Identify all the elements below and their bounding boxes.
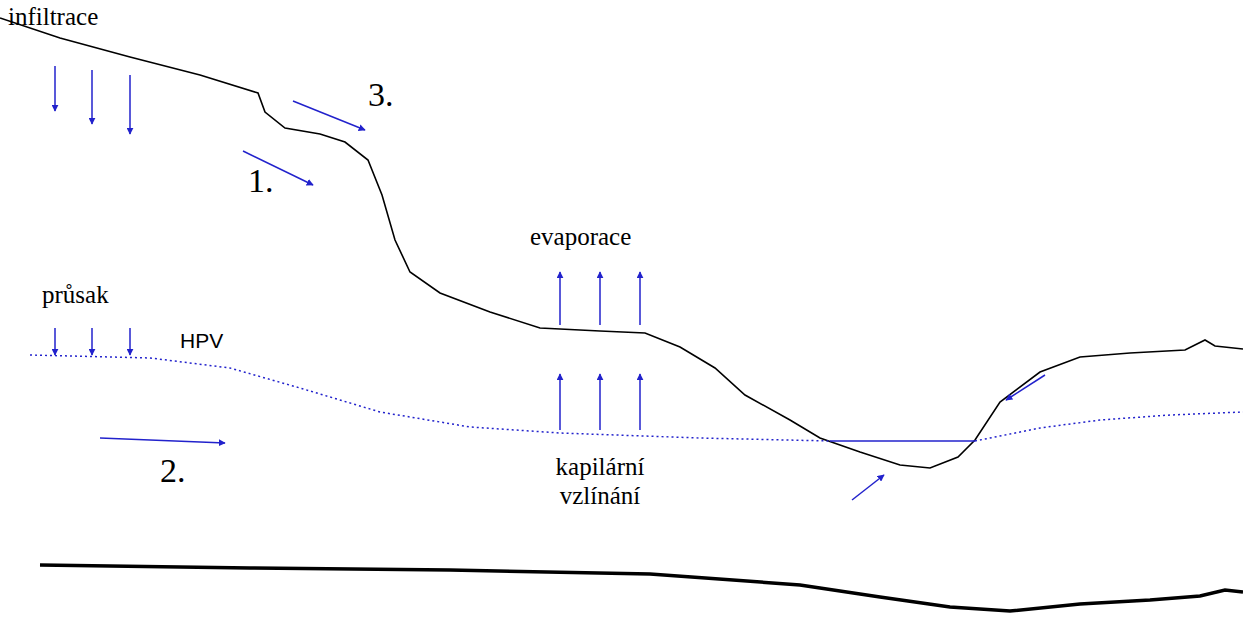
infiltration-arrow	[54, 66, 56, 111]
capillary-arrow	[639, 374, 641, 430]
groundwater-table	[975, 412, 1243, 441]
capillary-arrow	[599, 374, 601, 430]
impermeable-base	[40, 565, 1243, 611]
water-surface	[830, 440, 975, 442]
process-label: průsak	[42, 280, 109, 309]
flow-arrow	[100, 438, 225, 443]
seepage-arrow	[91, 328, 93, 355]
capillary-arrow	[559, 374, 561, 430]
infiltration-arrow	[91, 70, 93, 124]
evaporation-arrow	[599, 272, 601, 325]
seepage-arrow	[129, 328, 131, 355]
evaporation-arrow	[559, 272, 561, 325]
groundwater-table	[30, 355, 830, 441]
process-label: kapilární vzlínání	[525, 452, 675, 510]
process-label: evaporace	[530, 222, 631, 251]
flow-arrow	[293, 101, 365, 130]
callout-number: 2.	[160, 452, 186, 490]
water-table-label: HPV	[180, 328, 223, 353]
seepage-arrow	[54, 328, 56, 355]
process-label: infiltrace	[8, 2, 98, 31]
terrain-line	[0, 18, 1243, 468]
infiltration-arrow	[129, 75, 131, 134]
flow-arrow	[1006, 375, 1045, 400]
callout-number: 1.	[248, 162, 274, 200]
flow-arrow	[852, 475, 884, 500]
callout-number: 3.	[368, 76, 394, 114]
evaporation-arrow	[639, 272, 641, 325]
